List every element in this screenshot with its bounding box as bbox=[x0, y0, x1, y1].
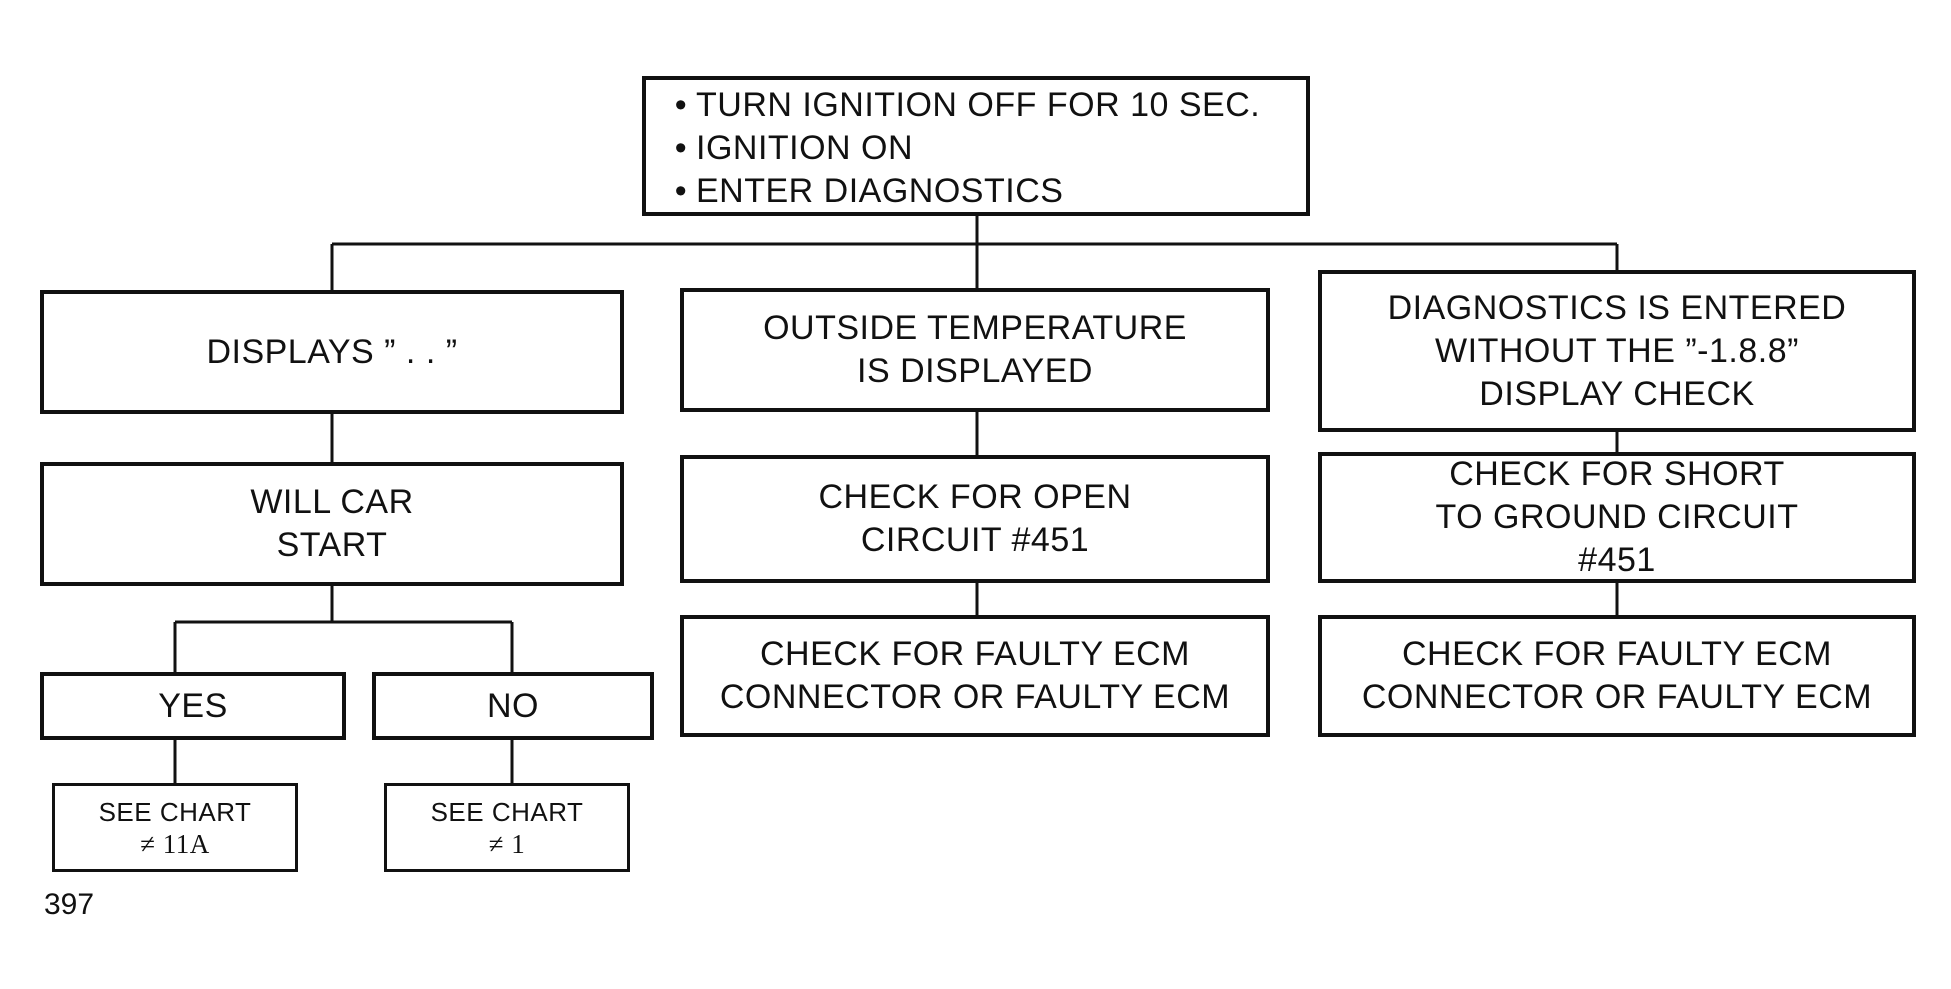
check-faulty-ecm-middle: CHECK FOR FAULTY ECM CONNECTOR OR FAULTY… bbox=[680, 615, 1270, 737]
condition-displays-dots: DISPLAYS ” . . ” bbox=[40, 290, 624, 414]
start-step-2: •IGNITION ON bbox=[674, 128, 914, 167]
condition-outside-temperature: OUTSIDE TEMPERATURE IS DISPLAYED bbox=[680, 288, 1270, 412]
check-short-to-ground: CHECK FOR SHORT TO GROUND CIRCUIT #451 bbox=[1318, 452, 1916, 583]
see-chart-11a: SEE CHART ≠ 11A bbox=[52, 783, 298, 872]
start-step-3: •ENTER DIAGNOSTICS bbox=[674, 171, 1064, 210]
question-will-car-start: WILL CAR START bbox=[40, 462, 624, 586]
answer-yes: YES bbox=[40, 672, 346, 740]
check-open-circuit: CHECK FOR OPEN CIRCUIT #451 bbox=[680, 455, 1270, 583]
condition-diagnostics-entered: DIAGNOSTICS IS ENTERED WITHOUT THE ”-1.8… bbox=[1318, 270, 1916, 432]
start-box: •TURN IGNITION OFF FOR 10 SEC. •IGNITION… bbox=[642, 76, 1310, 216]
start-step-1: •TURN IGNITION OFF FOR 10 SEC. bbox=[674, 85, 1261, 124]
see-chart-1: SEE CHART ≠ 1 bbox=[384, 783, 630, 872]
answer-no: NO bbox=[372, 672, 654, 740]
check-faulty-ecm-right: CHECK FOR FAULTY ECM CONNECTOR OR FAULTY… bbox=[1318, 615, 1916, 737]
page-number: 397 bbox=[44, 888, 95, 921]
